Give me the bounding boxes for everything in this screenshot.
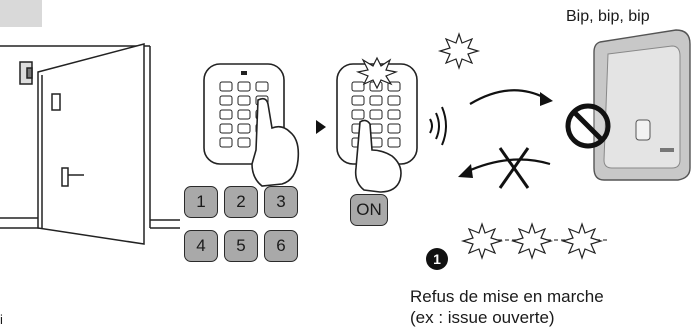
key-6: 6 xyxy=(264,230,298,262)
key-4: 4 xyxy=(184,230,218,262)
header-tab xyxy=(0,0,42,27)
key-label: 5 xyxy=(236,236,246,255)
key-5: 5 xyxy=(224,230,258,262)
beep-burst-icon xyxy=(510,222,554,260)
key-3: 3 xyxy=(264,186,298,218)
key-label: 1 xyxy=(196,192,206,211)
siren-device xyxy=(565,29,691,181)
caption-line-2: (ex : issue ouverte) xyxy=(410,308,555,327)
bursts-row xyxy=(460,222,610,260)
hand-left xyxy=(251,97,300,187)
step-badge: 1 xyxy=(426,248,448,270)
sequence-arrow xyxy=(316,120,326,134)
key-on-label: ON xyxy=(356,200,382,219)
alert-burst-icon xyxy=(437,32,481,70)
hand-right xyxy=(354,119,402,193)
key-label: 3 xyxy=(276,192,286,211)
key-1: 1 xyxy=(184,186,218,218)
key-2: 2 xyxy=(224,186,258,218)
keypad-left xyxy=(203,63,300,187)
key-label: 6 xyxy=(276,236,286,255)
keypad-burst-icon xyxy=(355,56,399,90)
corner-fragment: i xyxy=(0,312,3,327)
cross-icon xyxy=(498,147,530,189)
signal-waves-icon xyxy=(429,106,447,146)
beep-burst-icon xyxy=(460,222,504,260)
arrow-to-siren xyxy=(469,89,546,105)
caption-line-1: Refus de mise en marche xyxy=(410,287,604,306)
key-label: 4 xyxy=(196,236,206,255)
key-on: ON xyxy=(350,194,388,226)
door-illustration xyxy=(0,43,180,245)
beep-burst-icon xyxy=(560,222,604,260)
siren-sound-label: Bip, bip, bip xyxy=(566,8,650,25)
key-label: 2 xyxy=(236,192,246,211)
keypad-right xyxy=(336,56,418,193)
